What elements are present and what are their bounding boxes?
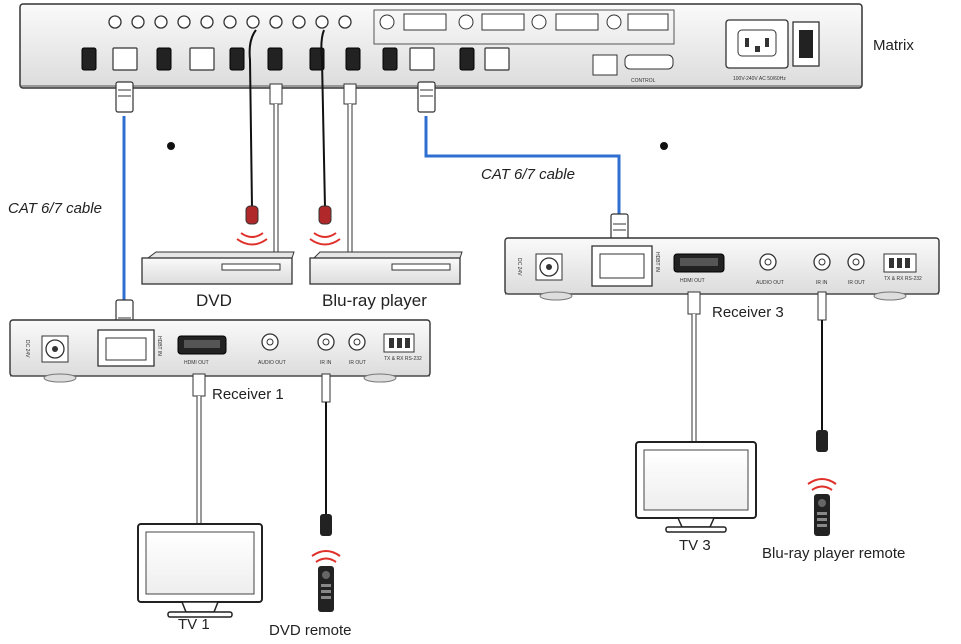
cat-cable-right-label: CAT 6/7 cable	[481, 166, 575, 183]
r3-ir-receiver	[816, 291, 828, 452]
dvd-label: DVD	[196, 291, 232, 310]
dvd-remote-icon	[311, 550, 341, 612]
dvd-remote-label: DVD remote	[269, 622, 352, 639]
r3-hdmi-cable	[687, 291, 701, 446]
matrix-control-panel: CONTROL	[373, 9, 675, 84]
hdmi-cable-dvd	[269, 83, 283, 258]
r3-ir-in-text: IR IN	[816, 280, 828, 286]
dvd-player	[141, 251, 295, 285]
r3-hdmi-out-text: HDMI OUT	[680, 278, 705, 284]
r1-ir-receiver	[320, 373, 332, 536]
bluray-player	[309, 251, 463, 285]
receiver-3-label: Receiver 3	[712, 304, 784, 321]
r1-rs232-text: TX & RX RS-232	[384, 356, 422, 362]
cat-cable-left	[115, 81, 134, 331]
matrix-device: CONTROL 100V-240V AC 50/60Hz	[19, 3, 863, 89]
r1-hdmi-cable	[192, 373, 206, 530]
cat-cable-left-label: CAT 6/7 cable	[8, 200, 102, 217]
dot-left	[167, 142, 175, 150]
dot-right	[660, 142, 668, 150]
hdmi-cable-bluray	[343, 83, 357, 258]
r3-ir-out-text: IR OUT	[848, 280, 865, 286]
matrix-hdbt-ports	[112, 47, 510, 71]
tv-3-label: TV 3	[679, 537, 711, 554]
ir-emitter-dvd	[236, 29, 268, 246]
matrix-label: Matrix	[873, 37, 914, 54]
cat-cable-right	[417, 81, 629, 249]
r1-ir-out-text: IR OUT	[349, 360, 366, 366]
bluray-remote-label: Blu-ray player remote	[762, 545, 906, 562]
receiver-3-device: DC 24V HDBT IN HDMI OUT AUDIO OUT IR IN …	[504, 237, 940, 301]
r3-dc-in-text: DC 24V	[516, 258, 522, 276]
receiver-1-label: Receiver 1	[212, 386, 284, 403]
r3-rs232-text: TX & RX RS-232	[884, 276, 922, 282]
bluray-label: Blu-ray player	[322, 291, 427, 310]
receiver-1-device: HDBT IN HDMI OUT AUDIO OUT IR IN IR OUT …	[9, 319, 431, 383]
matrix-audio-jacks	[108, 15, 352, 29]
tv-1	[137, 523, 263, 618]
ir-emitter-bluray	[309, 29, 341, 246]
tv-3	[635, 441, 757, 533]
r3-hdbt-in-text: HDBT IN	[654, 252, 660, 272]
matrix-hdmi-ports	[81, 47, 475, 71]
r1-ir-in-text: IR IN	[320, 360, 332, 366]
r1-hdbt-in-text: HDBT IN	[156, 336, 162, 356]
power-text: 100V-240V AC 50/60Hz	[733, 76, 786, 82]
r1-dc-in-text: DC 24V	[24, 340, 30, 358]
bluray-remote-icon	[807, 478, 837, 536]
tv-1-label: TV 1	[178, 616, 210, 633]
r1-hdmi-out-text: HDMI OUT	[184, 360, 209, 366]
matrix-power: 100V-240V AC 50/60Hz	[725, 19, 820, 82]
r1-audio-out-text: AUDIO OUT	[258, 360, 286, 366]
control-text: CONTROL	[631, 78, 656, 84]
r3-audio-out-text: AUDIO OUT	[756, 280, 784, 286]
